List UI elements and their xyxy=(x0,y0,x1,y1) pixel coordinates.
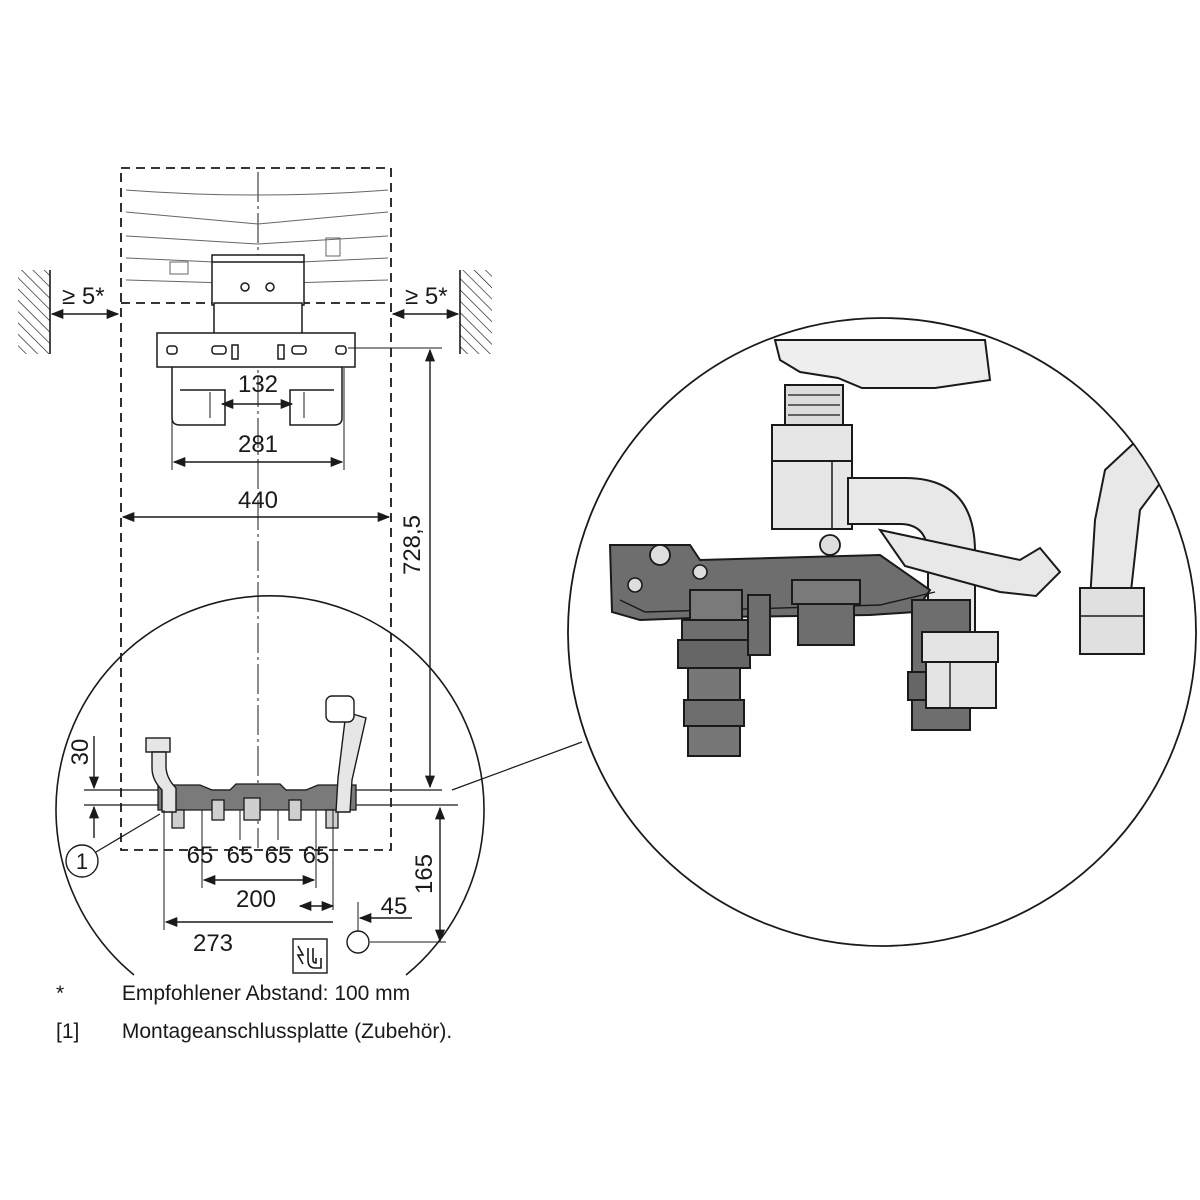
legend-row-1: * Empfohlener Abstand: 100 mm xyxy=(56,982,410,1006)
dim-65-chain xyxy=(163,810,334,930)
dim-165: 165 xyxy=(370,806,446,943)
wall-clearance-right-label: ≥ 5* xyxy=(405,283,448,310)
dim-65-c: 65 xyxy=(265,842,292,869)
callout-1-label: 1 xyxy=(76,849,88,874)
dim-65-a: 65 xyxy=(187,842,214,869)
left-pipe xyxy=(145,737,177,813)
zoom-detail xyxy=(568,318,1196,946)
dim-273-label: 273 xyxy=(193,930,233,957)
dim-165-label: 165 xyxy=(411,854,438,894)
wall-clearance-left-label: ≥ 5* xyxy=(62,283,105,310)
dim-200-label: 200 xyxy=(236,886,276,913)
dim-30: 30 xyxy=(67,736,100,838)
flue-collar xyxy=(211,254,305,336)
wall-clearance-left-dim: ≥ 5* xyxy=(50,283,120,320)
detail-circle-outline xyxy=(55,595,485,976)
dim-281-label: 281 xyxy=(238,431,278,458)
legend-key-2: [1] xyxy=(56,1020,80,1043)
wall-bracket xyxy=(156,332,356,426)
callout-1: 1 xyxy=(65,813,161,878)
zoom-leader xyxy=(451,741,583,791)
dim-273: 273 xyxy=(164,900,335,957)
left-wall xyxy=(18,270,51,354)
legend-text-1: Empfohlener Abstand: 100 mm xyxy=(121,982,411,1005)
dim-65-d: 65 xyxy=(303,842,330,869)
condensate-drain xyxy=(292,930,370,974)
dim-30-label: 30 xyxy=(67,739,94,766)
dim-132: 132 xyxy=(209,371,305,418)
dim-45-label: 45 xyxy=(381,893,408,920)
zoom-circle xyxy=(567,317,1197,947)
legend-row-2: [1] Montageanschlussplatte (Zubehör). xyxy=(56,1020,452,1044)
dim-281: 281 xyxy=(171,368,345,470)
dim-440-label: 440 xyxy=(238,487,278,514)
drain-icon xyxy=(296,945,322,969)
dim-440: 440 xyxy=(121,487,391,523)
dim-728-label: 728,5 xyxy=(399,515,426,575)
legend-key-1: * xyxy=(56,982,65,1005)
wall-clearance-right-dim: ≥ 5* xyxy=(391,283,460,320)
mounting-plate xyxy=(157,783,357,829)
dim-65-b: 65 xyxy=(227,842,254,869)
legend-text-2: Montageanschlussplatte (Zubehör). xyxy=(121,1020,453,1043)
dim-132-label: 132 xyxy=(238,371,278,398)
dim-728: 728,5 xyxy=(348,347,442,789)
dim-45: 45 xyxy=(357,893,412,935)
right-wall xyxy=(459,270,492,354)
dim-200: 200 xyxy=(202,874,316,913)
right-pipe xyxy=(325,695,367,813)
